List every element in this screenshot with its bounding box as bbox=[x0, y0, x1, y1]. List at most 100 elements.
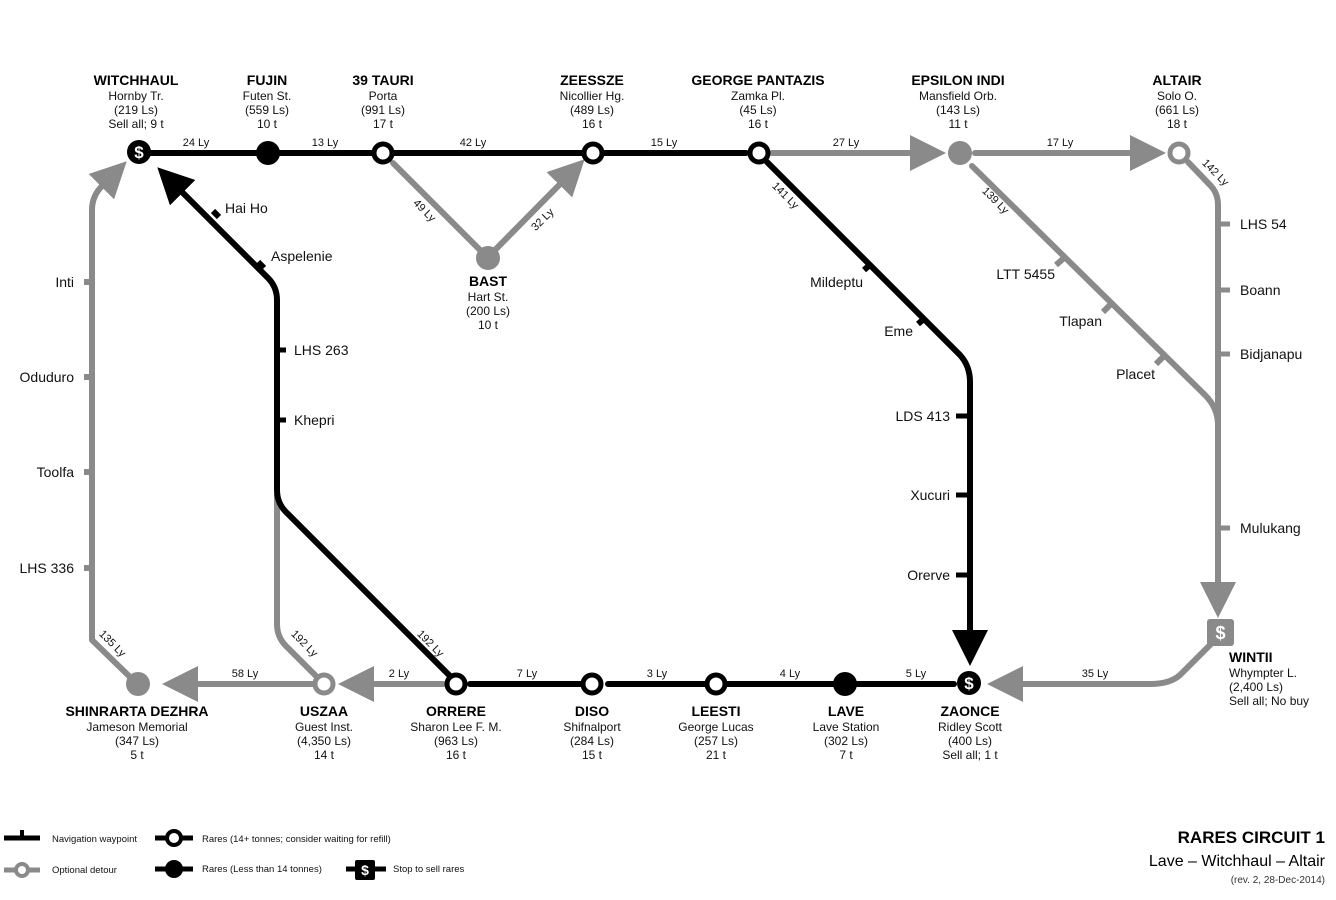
svg-text:Stop to sell rares: Stop to sell rares bbox=[393, 864, 465, 875]
svg-text:(661 Ls): (661 Ls) bbox=[1155, 103, 1199, 117]
svg-text:11 t: 11 t bbox=[948, 117, 968, 131]
svg-text:EPSILON INDI: EPSILON INDI bbox=[911, 72, 1004, 88]
waypoint-toolfa: Toolfa bbox=[37, 464, 75, 480]
route-wintii-zaonce bbox=[987, 637, 1218, 702]
svg-text:BAST: BAST bbox=[469, 273, 508, 289]
waypoint-mildeptu: Mildeptu bbox=[810, 274, 863, 290]
dist-epsilon-altair: 17 Ly bbox=[1047, 137, 1074, 149]
svg-text:16 t: 16 t bbox=[748, 117, 769, 131]
svg-text:WINTII: WINTII bbox=[1229, 649, 1273, 665]
waypoint-eme: Eme bbox=[884, 323, 913, 339]
waypoint-lds413: LDS 413 bbox=[896, 408, 951, 424]
waypoint-lhs263: LHS 263 bbox=[294, 342, 349, 358]
svg-text:(963 Ls): (963 Ls) bbox=[434, 734, 478, 748]
waypoint-ticks bbox=[84, 208, 1230, 578]
dollar-icon: $ bbox=[134, 143, 144, 162]
svg-text:Hart St.: Hart St. bbox=[468, 290, 509, 304]
svg-text:DISO: DISO bbox=[575, 703, 609, 719]
svg-text:ORRERE: ORRERE bbox=[426, 703, 486, 719]
map-revision: (rev. 2, 28-Dec-2014) bbox=[1231, 875, 1325, 886]
waypoint-lhs54: LHS 54 bbox=[1240, 216, 1287, 232]
svg-text:Optional detour: Optional detour bbox=[52, 865, 117, 876]
waypoint-lhs336: LHS 336 bbox=[20, 560, 75, 576]
route-shinrarta-witchhaul bbox=[88, 161, 132, 679]
main-lines bbox=[147, 150, 988, 687]
waypoint-aspelenie: Aspelenie bbox=[271, 248, 333, 264]
svg-text:39 TAURI: 39 TAURI bbox=[352, 72, 413, 88]
svg-text:15 t: 15 t bbox=[582, 748, 603, 762]
altair-node bbox=[1167, 141, 1191, 165]
route-epsilon-wintii bbox=[969, 163, 1236, 618]
svg-text:(400 Ls): (400 Ls) bbox=[948, 734, 992, 748]
diso-node bbox=[580, 672, 604, 696]
zeessze-node bbox=[581, 141, 605, 165]
svg-text:(284 Ls): (284 Ls) bbox=[570, 734, 614, 748]
waypoint-placet: Placet bbox=[1116, 366, 1155, 382]
svg-text:Whympter L.: Whympter L. bbox=[1229, 666, 1297, 680]
dist-zeessze-pantazis: 15 Ly bbox=[651, 137, 678, 149]
svg-text:Mansfield Orb.: Mansfield Orb. bbox=[919, 89, 997, 103]
label-diso: DISO Shifnalport (284 Ls) 15 t bbox=[563, 703, 621, 762]
svg-text:(347 Ls): (347 Ls) bbox=[115, 734, 159, 748]
fujin-node bbox=[256, 141, 280, 165]
svg-text:(45 Ls): (45 Ls) bbox=[739, 103, 776, 117]
svg-text:Solo O.: Solo O. bbox=[1157, 89, 1197, 103]
svg-text:LAVE: LAVE bbox=[828, 703, 864, 719]
legend-nav-waypoint: Navigation waypoint bbox=[4, 830, 137, 845]
dist-diso-orrere: 7 Ly bbox=[517, 668, 538, 680]
legend-optional-detour: Optional detour bbox=[4, 862, 117, 878]
svg-text:Navigation waypoint: Navigation waypoint bbox=[52, 834, 137, 845]
dist-lave-leesti: 4 Ly bbox=[780, 668, 801, 680]
svg-text:Porta: Porta bbox=[369, 89, 398, 103]
svg-text:Sell all; 1 t: Sell all; 1 t bbox=[942, 748, 998, 762]
epsilon-node bbox=[948, 141, 972, 165]
dist-shin-diag: 135 Ly bbox=[96, 628, 128, 660]
map-title: RARES CIRCUIT 1 bbox=[1178, 828, 1325, 847]
label-orrere: ORRERE Sharon Lee F. M. (963 Ls) 16 t bbox=[410, 703, 501, 762]
svg-text:(489 Ls): (489 Ls) bbox=[570, 103, 614, 117]
svg-text:USZAA: USZAA bbox=[300, 703, 348, 719]
lave-node bbox=[833, 672, 857, 696]
detour-lines bbox=[88, 135, 1236, 702]
svg-text:18 t: 18 t bbox=[1167, 117, 1188, 131]
svg-text:Guest Inst.: Guest Inst. bbox=[295, 720, 353, 734]
label-epsilon-indi: EPSILON INDI Mansfield Orb. (143 Ls) 11 … bbox=[911, 72, 1004, 131]
svg-text:WITCHHAUL: WITCHHAUL bbox=[94, 72, 179, 88]
label-george-pantazis: GEORGE PANTAZIS Zamka Pl. (45 Ls) 16 t bbox=[691, 72, 824, 131]
waypoint-labels: Hai Ho Aspelenie LHS 263 Khepri Inti Odu… bbox=[20, 200, 1303, 583]
label-zaonce: ZAONCE Ridley Scott (400 Ls) Sell all; 1… bbox=[938, 703, 1003, 762]
svg-text:Sell all; No buy: Sell all; No buy bbox=[1229, 694, 1309, 708]
station-nodes: $ $ $ bbox=[126, 140, 1234, 696]
bast-node bbox=[476, 246, 500, 270]
waypoint-khepri: Khepri bbox=[294, 412, 334, 428]
legend-rares-less14: Rares (Less than 14 tonnes) bbox=[155, 860, 322, 878]
svg-text:(559 Ls): (559 Ls) bbox=[245, 103, 289, 117]
svg-text:Zamka Pl.: Zamka Pl. bbox=[731, 89, 785, 103]
dist-tauri-zeessze: 42 Ly bbox=[460, 137, 487, 149]
svg-text:Shifnalport: Shifnalport bbox=[563, 720, 621, 734]
label-bast: BAST Hart St. (200 Ls) 10 t bbox=[466, 273, 510, 332]
shinrarta-node bbox=[126, 672, 150, 696]
svg-text:(200 Ls): (200 Ls) bbox=[466, 304, 510, 318]
svg-text:Lave Station: Lave Station bbox=[813, 720, 880, 734]
svg-text:(219 Ls): (219 Ls) bbox=[114, 103, 158, 117]
svg-text:(257 Ls): (257 Ls) bbox=[694, 734, 738, 748]
svg-text:(2,400 Ls): (2,400 Ls) bbox=[1229, 680, 1283, 694]
svg-text:16 t: 16 t bbox=[446, 748, 467, 762]
label-witchhaul: WITCHHAUL Hornby Tr. (219 Ls) Sell all; … bbox=[94, 72, 179, 131]
dist-pantazis-epsilon: 27 Ly bbox=[833, 137, 860, 149]
svg-text:Rares (Less than 14 tonnes): Rares (Less than 14 tonnes) bbox=[202, 864, 322, 875]
dist-wintii-zaonce: 35 Ly bbox=[1082, 668, 1109, 680]
dollar-icon: $ bbox=[1215, 623, 1225, 643]
title-block: RARES CIRCUIT 1 Lave – Witchhaul – Altai… bbox=[1149, 828, 1326, 886]
route-orrere-witchhaul bbox=[157, 167, 453, 679]
waypoint-tlapan: Tlapan bbox=[1059, 313, 1102, 329]
svg-text:17 t: 17 t bbox=[373, 117, 394, 131]
svg-text:16 t: 16 t bbox=[582, 117, 603, 131]
svg-text:GEORGE PANTAZIS: GEORGE PANTAZIS bbox=[691, 72, 824, 88]
svg-text:7 t: 7 t bbox=[839, 748, 853, 762]
label-uszaa: USZAA Guest Inst. (4,350 Ls) 14 t bbox=[295, 703, 353, 762]
label-fujin: FUJIN Futen St. (559 Ls) 10 t bbox=[243, 72, 292, 131]
route-pantazis-zaonce bbox=[764, 159, 988, 666]
